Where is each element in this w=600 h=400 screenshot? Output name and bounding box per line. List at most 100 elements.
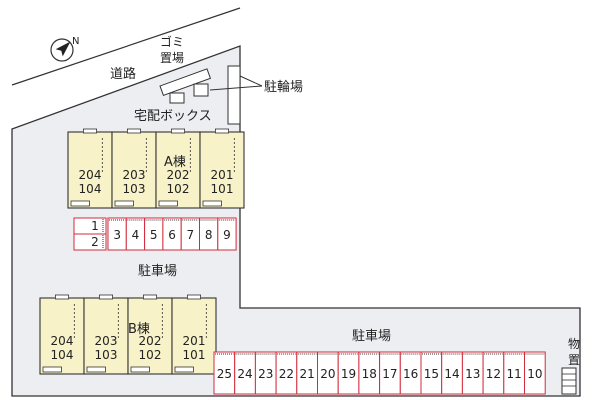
road-label: 道路 (110, 66, 136, 82)
parking-top-space: 1 (73, 217, 107, 235)
parking-top-space-number: 2 (91, 235, 99, 249)
parking-top-space-number: 8 (205, 228, 213, 242)
building-b-unit-upper: 202 (139, 334, 162, 348)
parking-bottom-space-number: 11 (507, 367, 522, 381)
garbage-label-line2: 置場 (160, 51, 184, 65)
building-a-unit-lower: 103 (123, 182, 146, 196)
parking-bottom-space-number: 22 (279, 367, 294, 381)
parking-bottom-space: 23 (254, 351, 277, 395)
parking-bottom-space: 13 (461, 351, 484, 395)
garbage-label-line1: ゴミ (160, 34, 184, 49)
parking-top-space-number: 1 (91, 219, 99, 233)
parking-bottom-space-number: 21 (300, 367, 315, 381)
parking-top-space-number: 5 (150, 228, 158, 242)
building-b-unit-lower: 102 (139, 348, 162, 362)
parking-bottom-space: 20 (317, 351, 339, 395)
parking-label-right: 駐車場 (352, 329, 391, 344)
parking-bottom-space: 18 (358, 351, 381, 395)
building-b-unit-lower: 101 (183, 348, 206, 362)
parking-bottom-space-number: 17 (382, 367, 397, 381)
parking-top-space-number: 9 (223, 228, 231, 242)
garbage-area (159, 68, 212, 97)
parking-label-top: 駐車場 (138, 264, 177, 279)
parking-top-space: 5 (144, 217, 164, 251)
storage-label-line1: 物 (568, 337, 580, 351)
parking-bottom: 25 24 23 22 21 20 19 18 17 16 15 14 13 12 11 10 (213, 351, 546, 395)
parking-bottom-space-number: 14 (444, 367, 459, 381)
building-b-unit-upper: 204 (51, 334, 74, 348)
parking-bottom-space-number: 10 (527, 367, 542, 381)
parking-bottom-space: 12 (482, 351, 505, 395)
building-a-unit-upper: 203 (123, 168, 146, 182)
parking-top-space-number: 4 (132, 228, 140, 242)
building-b-unit-lower: 103 (95, 348, 118, 362)
parking-bottom-space-number: 15 (424, 367, 439, 381)
delivery-box-label: 宅配ボックス (134, 109, 212, 124)
parking-top-space-number: 7 (187, 228, 195, 242)
parking-bottom-space: 24 (234, 351, 256, 395)
parking-bottom-space: 15 (420, 351, 443, 395)
parking-bottom-space: 25 (213, 351, 236, 395)
parking-bottom-space: 16 (399, 351, 422, 395)
bicycle-label: 駐輪場 (264, 79, 303, 95)
parking-bottom-space: 14 (441, 351, 463, 395)
bicycle-rack-small (193, 83, 209, 97)
building-b-name: B棟 (128, 322, 150, 337)
building-a-unit-lower: 102 (167, 182, 190, 196)
parking-bottom-space-number: 19 (341, 367, 356, 381)
parking-bottom-space-number: 12 (486, 367, 501, 381)
parking-bottom-space-number: 18 (362, 367, 377, 381)
parking-bottom-space-number: 24 (237, 367, 252, 381)
parking-bottom-space-number: 13 (465, 367, 480, 381)
building-b-unit-upper: 203 (95, 334, 118, 348)
bicycle-pointer-2 (239, 75, 263, 87)
parking-bottom-space-number: 23 (258, 367, 273, 381)
building-a-unit-upper: 204 (79, 168, 102, 182)
parking-top-space-number: 6 (168, 228, 176, 242)
parking-bottom-space: 19 (337, 351, 360, 395)
compass-north-label: N (72, 36, 79, 47)
building-b-unit-lower: 104 (51, 348, 74, 362)
parking-bottom-space: 10 (524, 351, 546, 395)
parking-top-space: 4 (125, 217, 146, 251)
building-a-unit-upper: 201 (211, 168, 234, 182)
bicycle-pointer-1 (209, 85, 263, 91)
compass-icon: N (50, 36, 79, 62)
parking-top-space: 2 (73, 233, 107, 251)
parking-bottom-space: 17 (379, 351, 401, 395)
building-b-unit-upper: 201 (183, 334, 206, 348)
parking-bottom-space: 22 (275, 351, 298, 395)
parking-bottom-space-number: 20 (320, 367, 335, 381)
parking-top-space: 6 (162, 217, 182, 251)
parking-top-space: 9 (217, 217, 237, 251)
parking-bottom-space: 21 (296, 351, 318, 395)
bicycle-parking (227, 65, 241, 125)
parking-bottom-space-number: 16 (403, 367, 418, 381)
parking-top-space: 8 (199, 217, 219, 251)
parking-top-space: 3 (107, 217, 127, 251)
building-a-name: A棟 (164, 155, 186, 170)
parking-bottom-space-number: 25 (217, 367, 232, 381)
storage-shed (561, 367, 577, 395)
delivery-box (169, 92, 185, 104)
building-a-unit-lower: 101 (211, 182, 234, 196)
storage-label-line2: 置 (568, 353, 580, 367)
parking-top-space: 7 (180, 217, 200, 251)
road-edge-line (11, 7, 241, 86)
building-a-unit-upper: 202 (167, 168, 190, 182)
parking-top-space-number: 3 (113, 228, 121, 242)
parking-bottom-space: 11 (503, 351, 525, 395)
